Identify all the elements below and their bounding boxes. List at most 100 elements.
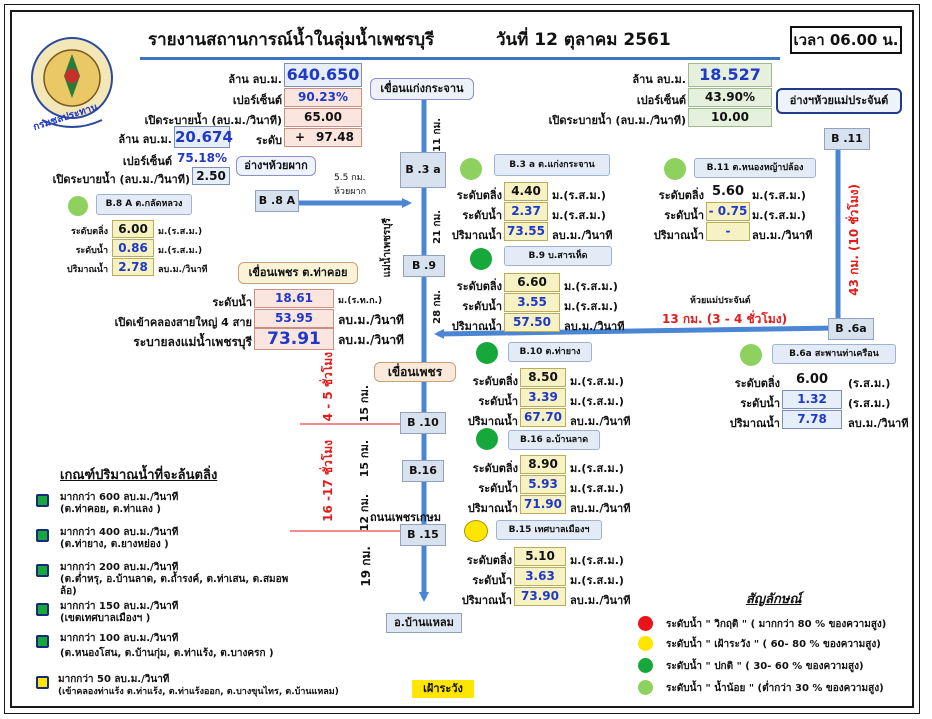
b3a-flow: 73.55 <box>504 222 548 241</box>
rid-logo <box>31 37 113 128</box>
b9-bank-label: ระดับตลิ่ง <box>456 280 502 293</box>
b16-flow-unit: ลบ.ม./วินาที <box>570 502 631 515</box>
b9-water: 3.55 <box>504 293 560 312</box>
dist-13km: 13 กม. (3 - 4 ชั่วโมง) <box>662 312 788 326</box>
b8a-bank-unit: ม.(ร.ส.ม.) <box>158 227 203 237</box>
criteria-3-line2: (ต.ต่ำหรุ, อ.บ้านลาด, ต.ถ้ำรงค์, ต.ท่าเส… <box>60 574 289 585</box>
pd-river-unit: ลบ.ม./วินาที <box>338 333 404 347</box>
legend-watch-dot <box>638 636 653 651</box>
b8a-flow-label: ปริมาณน้ำ <box>66 265 108 275</box>
criteria-3-line3: ล้อ) <box>60 586 77 597</box>
mp-percent-label: เปอร์เซ็นต์ <box>636 94 686 107</box>
kk-level-box <box>284 128 362 147</box>
dist-11km: 11 กม. <box>432 118 443 152</box>
mp-release: 10.00 <box>688 108 772 127</box>
node-b9: B .9 <box>403 255 445 277</box>
criteria-1-line1: มากกว่า 600 ลบ.ม./วินาที <box>60 492 179 503</box>
b6a-water: 1.32 <box>782 390 842 409</box>
phet-dam-label: เขื่อนเพชร <box>374 362 456 382</box>
criteria-4-line1: มากกว่า 150 ลบ.ม./วินาที <box>60 601 179 612</box>
river-name: แม่น้ำเพชรบุรี <box>382 218 393 278</box>
b3a-bank: 4.40 <box>504 182 548 201</box>
inner-frame <box>10 10 914 708</box>
b6a-station-label: B.6a สะพานท่าเครือน <box>772 344 896 364</box>
b16-bank-label: ระดับตลิ่ง <box>472 462 518 475</box>
node-b11: B .11 <box>824 128 870 150</box>
b8a-station-label: B.8 A ต.กลัดหลวง <box>96 194 192 215</box>
kk-percent-label: เปอร์เซ็นต์ <box>232 94 282 107</box>
b9-flow: 57.50 <box>504 313 560 332</box>
b10-flow-unit: ลบ.ม./วินาที <box>570 415 631 428</box>
b11-flow-label: ปริมาณน้ำ <box>653 229 704 242</box>
hp-volume-label: ล้าน ลบ.ม. <box>118 133 172 146</box>
b10-status-dot <box>476 342 498 364</box>
hp-volume: 20.674 <box>174 126 233 148</box>
node-b6a: B .6a <box>828 318 874 340</box>
legend-watch-label: ระดับน้ำ " เฝ้าระวัง " ( 60- 80 % ของควา… <box>666 639 881 650</box>
mae-prachan-creek-label: ห้วยแม่ประจันต์ <box>690 296 751 306</box>
criteria-2-line1: มากกว่า 400 ลบ.ม./วินาที <box>60 527 179 538</box>
b3a-water-label: ระดับน้ำ <box>462 209 502 222</box>
b6a-bank: 6.00 <box>795 372 829 387</box>
b11-water-unit: ม.(ร.ส.ม.) <box>752 209 806 222</box>
b16-bank-unit: ม.(ร.ส.ม.) <box>570 462 624 475</box>
criteria-1-line2: (ต.ท่าคอย, ต.ท่าแลง ) <box>60 504 161 515</box>
b3a-status-dot <box>460 158 482 180</box>
b10-bank: 8.50 <box>520 368 566 387</box>
time-4-5h: 4 - 5 ชั่วโมง <box>321 352 335 422</box>
dist-15km-b: 15 กม. <box>358 440 371 478</box>
b6a-status-dot <box>740 344 762 366</box>
b9-water-label: ระดับน้ำ <box>462 300 502 313</box>
time-16-17h: 16 -17 ชั่วโมง <box>321 440 335 522</box>
legend-low-dot <box>638 680 653 695</box>
b3a-bank-unit: ม.(ร.ส.ม.) <box>552 189 606 202</box>
criteria-5-line2: (ต.หนองโสน, ต.บ้านกุ่ม, ต.ท่าแร้ง, ต.บาง… <box>60 648 274 659</box>
b8a-water-label: ระดับน้ำ <box>75 246 108 256</box>
legend-normal-dot <box>638 658 653 673</box>
pd-flow-label: ระดับน้ำ <box>212 296 252 309</box>
node-b15: B .15 <box>400 524 446 546</box>
b6a-flow: 7.78 <box>782 410 842 429</box>
dist-43km: 43 กม. (10 ชั่วโมง) <box>847 184 861 296</box>
pd-canal: 53.95 <box>254 309 334 328</box>
kk-release: 65.00 <box>284 108 362 127</box>
b15-flow-label: ปริมาณน้ำ <box>461 594 512 607</box>
criteria-2-line2: (ต.ท่ายาง, ต.ยางหย่อง ) <box>60 539 169 550</box>
b16-water: 5.93 <box>520 475 566 494</box>
b11-water-label: ระดับน้ำ <box>664 209 704 222</box>
kk-volume-label: ล้าน ลบ.ม. <box>228 73 282 86</box>
b3a-bank-label: ระดับตลิ่ง <box>456 189 502 202</box>
mp-release-label: เปิดระบายน้ำ (ลบ.ม./วินาที) <box>548 114 686 127</box>
b6a-water-unit: (ร.ส.ม.) <box>848 397 891 410</box>
legend-critical-dot <box>638 616 653 631</box>
b9-bank-unit: ม.(ร.ส.ม.) <box>564 280 618 293</box>
b11-bank: 5.60 <box>711 184 745 199</box>
report-time: เวลา 06.00 น. <box>790 26 902 54</box>
legend-low-label: ระดับน้ำ " น้ำน้อย " (ต่ำกว่า 30 % ของคว… <box>666 683 884 694</box>
node-b16: B.16 <box>402 460 444 482</box>
b11-status-dot <box>664 158 686 180</box>
b9-bank: 6.60 <box>504 273 560 292</box>
criteria-title: เกณฑ์ปริมาณน้ำที่จะล้นตลิ่ง <box>60 468 218 483</box>
b15-status-dot <box>464 520 488 542</box>
dist-15km-a: 15 กม. <box>358 385 371 423</box>
b3a-water-unit: ม.(ร.ส.ม.) <box>552 209 606 222</box>
b10-flow: 67.70 <box>520 408 566 427</box>
pd-canal-label: เปิดเข้าคลองสายใหญ่ 4 สาย <box>114 316 252 329</box>
node-b8a: B .8 A <box>255 190 299 212</box>
pd-river: 73.91 <box>254 328 334 350</box>
b15-water: 3.63 <box>514 567 566 586</box>
b9-flow-label: ปริมาณน้ำ <box>451 320 502 333</box>
b15-station-label: B.15 เทศบาลเมืองฯ <box>496 520 602 540</box>
b15-bank-label: ระดับตลิ่ง <box>466 554 512 567</box>
b9-water-unit: ม.(ร.ส.ม.) <box>564 300 618 313</box>
pd-canal-unit: ลบ.ม./วินาที <box>338 313 404 327</box>
node-mouth: อ.บ้านแหลม <box>386 613 462 633</box>
watch-badge: เฝ้าระวัง <box>412 680 474 698</box>
b16-status-dot <box>476 428 498 450</box>
b10-bank-label: ระดับตลิ่ง <box>472 375 518 388</box>
huai-phak-reservoir-label: อ่างฯห้วยผาก <box>236 156 316 176</box>
kk-volume: 640.650 <box>284 63 362 87</box>
b15-water-unit: ม.(ร.ส.ม.) <box>570 574 624 587</box>
criteria-3-line1: มากกว่า 200 ลบ.ม./วินาที <box>60 562 179 573</box>
